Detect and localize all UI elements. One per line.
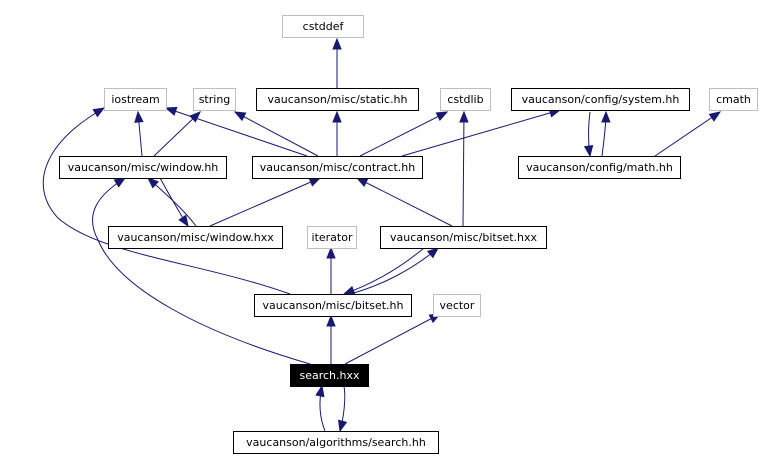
node-label-window-hxx: vaucanson/misc/window.hxx	[117, 231, 274, 244]
edge-search-hxx-to-search-hh	[338, 385, 348, 433]
node-label-search-hxx: search.hxx	[299, 369, 360, 382]
edge-static-hh-to-cstddef	[332, 37, 342, 88]
node-bitset-hxx[interactable]: vaucanson/misc/bitset.hxx	[380, 226, 547, 249]
edge-search-hxx-to-bitset-hh	[326, 314, 336, 364]
edge-search-hxx-to-vector	[344, 313, 442, 365]
node-config-system-hh[interactable]: vaucanson/config/system.hh	[511, 88, 690, 111]
node-label-cstdlib: cstdlib	[447, 93, 483, 106]
node-window-hh[interactable]: vaucanson/misc/window.hh	[59, 156, 227, 179]
edge-contract-hh-to-cstdlib	[359, 111, 449, 157]
node-cstddef: cstddef	[282, 15, 364, 38]
edge-search-hh-to-search-hxx	[315, 384, 326, 432]
edge-contract-hh-to-config-system-hh	[401, 108, 562, 157]
node-vector: vector	[433, 294, 481, 317]
node-label-bitset-hxx: vaucanson/misc/bitset.hxx	[390, 231, 538, 244]
edge-search-hxx-to-window-hh	[92, 177, 311, 365]
node-label-bitset-hh: vaucanson/misc/bitset.hh	[263, 299, 404, 312]
node-static-hh[interactable]: vaucanson/misc/static.hh	[256, 88, 419, 111]
node-label-cstddef: cstddef	[303, 20, 345, 33]
edge-contract-hh-to-iostream	[164, 106, 308, 157]
edge-config-math-hh-to-cmath	[654, 111, 722, 157]
node-search-hh[interactable]: vaucanson/algorithms/search.hh	[233, 431, 439, 454]
edge-window-hh-to-iostream	[134, 110, 144, 157]
edge-window-hxx-to-contract-hh	[209, 177, 322, 227]
edge-bitset-hh-to-iterator	[326, 246, 336, 294]
node-label-string: string	[199, 93, 231, 106]
edge-config-math-hh-to-config-system-hh	[601, 110, 611, 157]
node-label-window-hh: vaucanson/misc/window.hh	[68, 161, 219, 174]
node-iostream: iostream	[104, 88, 167, 111]
node-bitset-hh[interactable]: vaucanson/misc/bitset.hh	[254, 294, 412, 317]
edge-bitset-hh-to-bitset-hxx	[349, 247, 440, 295]
node-contract-hh[interactable]: vaucanson/misc/contract.hh	[252, 156, 423, 179]
dependency-edges	[42, 37, 722, 433]
edge-bitset-hxx-to-bitset-hh	[342, 247, 425, 295]
edge-window-hxx-to-window-hh	[146, 177, 197, 227]
node-cstdlib: cstdlib	[440, 88, 491, 111]
node-label-config-math-hh: vaucanson/config/math.hh	[526, 161, 673, 174]
edge-bitset-hh-to-iostream	[42, 107, 291, 295]
node-label-vector: vector	[440, 299, 475, 312]
node-search-hxx[interactable]: search.hxx	[290, 364, 369, 387]
node-label-search-hh: vaucanson/algorithms/search.hh	[246, 436, 426, 449]
edge-contract-hh-to-string	[233, 111, 319, 157]
edge-bitset-hxx-to-contract-hh	[355, 177, 453, 227]
node-label-iostream: iostream	[111, 93, 159, 106]
edge-window-hh-to-string	[153, 111, 201, 157]
edge-window-hh-to-window-hxx	[159, 177, 189, 228]
node-iterator: iterator	[307, 226, 357, 249]
node-label-cmath: cmath	[716, 93, 751, 106]
node-cmath: cmath	[709, 88, 758, 111]
edge-bitset-hxx-to-cstdlib	[459, 110, 469, 227]
node-label-config-system-hh: vaucanson/config/system.hh	[522, 93, 680, 106]
node-string: string	[193, 88, 236, 111]
edge-config-system-hh-to-config-math-hh	[583, 111, 594, 158]
node-label-iterator: iterator	[312, 231, 353, 244]
node-label-contract-hh: vaucanson/misc/contract.hh	[260, 161, 416, 174]
dependency-nodes: cstddef iostream string vaucanson/misc/stat…	[59, 15, 758, 454]
node-window-hxx[interactable]: vaucanson/misc/window.hxx	[108, 226, 283, 249]
edge-contract-hh-to-static-hh	[332, 110, 342, 156]
node-label-static-hh: vaucanson/misc/static.hh	[267, 93, 407, 106]
node-config-math-hh[interactable]: vaucanson/config/math.hh	[518, 156, 681, 179]
